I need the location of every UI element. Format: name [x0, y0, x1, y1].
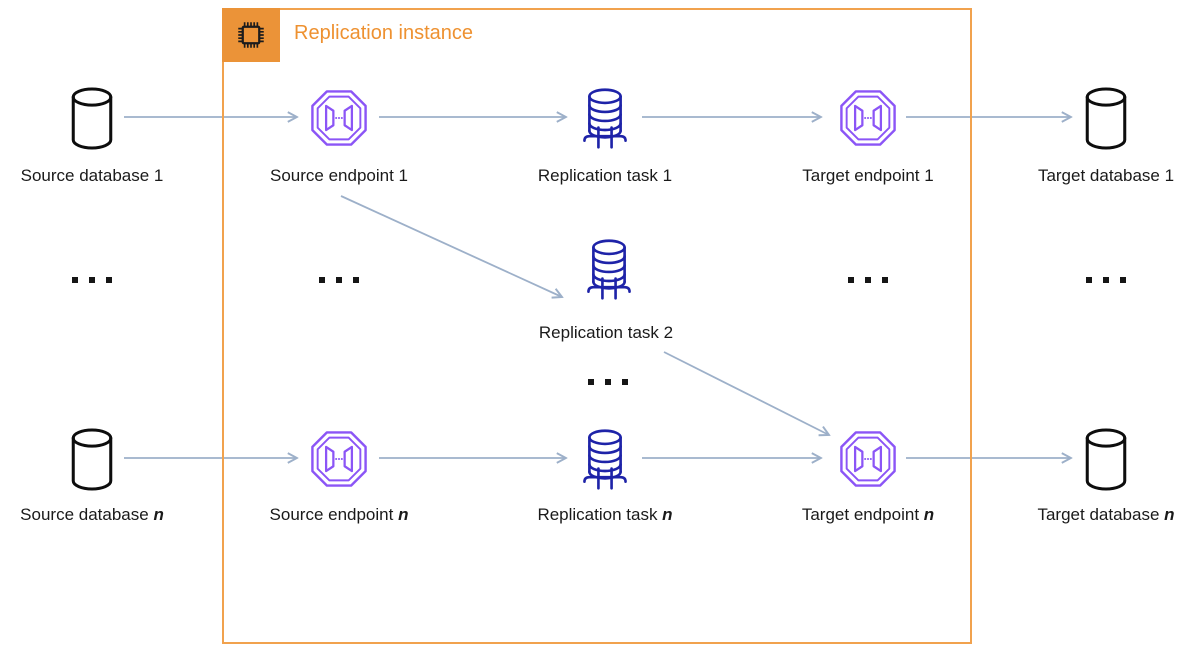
target-endpoint-n-label: Target endpoint n: [801, 505, 935, 524]
replication-instance-badge: [222, 8, 280, 62]
replication-instance-box: [222, 8, 972, 644]
target-endpoint-n-icon: [839, 430, 897, 488]
source-database-n-label: Source database n: [20, 505, 164, 524]
ellipsis-replication-tasks: [588, 378, 628, 385]
replication-task-2-label: Replication task 2: [538, 323, 674, 342]
replication-task-2-icon: [586, 239, 632, 300]
ellipsis-target-endpoints: [848, 276, 888, 283]
source-database-1-label: Source database 1: [20, 166, 164, 185]
source-database-n-icon: [67, 428, 117, 491]
target-database-1-label: Target database 1: [1037, 166, 1175, 185]
replication-task-n-label: Replication task n: [537, 505, 673, 524]
target-database-1-icon: [1081, 87, 1131, 150]
source-endpoint-1-label: Source endpoint 1: [270, 166, 408, 185]
ellipsis-target-databases: [1086, 276, 1126, 283]
replication-instance-label: Replication instance: [294, 22, 473, 44]
target-database-n-label: Target database n: [1037, 505, 1175, 524]
source-endpoint-1-icon: [310, 89, 368, 147]
target-endpoint-1-label: Target endpoint 1: [802, 166, 934, 185]
chip-icon: [233, 17, 269, 53]
source-endpoint-n-icon: [310, 430, 368, 488]
arrow-endpoint1-task2: [340, 195, 562, 297]
ellipsis-source-databases: [72, 276, 112, 283]
source-endpoint-n-label: Source endpoint n: [269, 505, 409, 524]
source-database-1-icon: [67, 87, 117, 150]
replication-task-1-label: Replication task 1: [537, 166, 673, 185]
ellipsis-source-endpoints: [319, 276, 359, 283]
target-endpoint-1-icon: [839, 89, 897, 147]
replication-task-n-icon: [582, 429, 628, 490]
arrow-task2-targetendpointn: [663, 351, 829, 435]
replication-task-1-icon: [582, 88, 628, 149]
target-database-n-icon: [1081, 428, 1131, 491]
